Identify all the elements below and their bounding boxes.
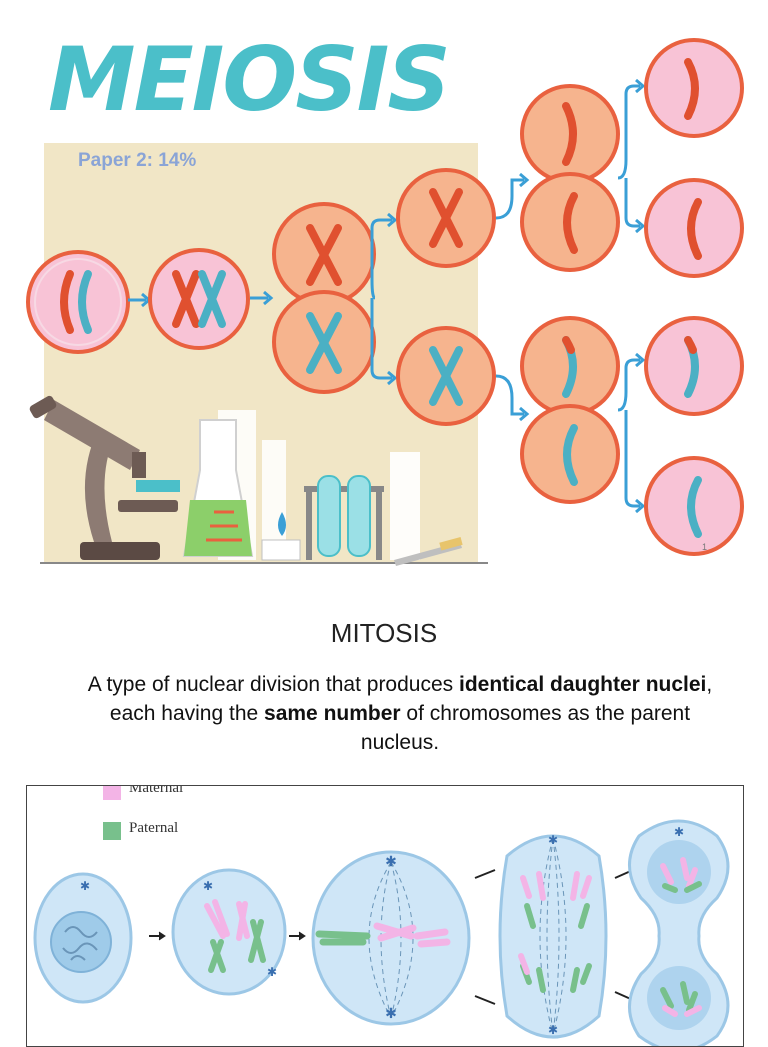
def-text-2: , each having the [109, 673, 713, 725]
svg-text:✱: ✱ [385, 1006, 397, 1022]
microscope-icon [29, 395, 180, 560]
metaphase-cell: ✱ ✱ [311, 850, 471, 1026]
gamete-2 [644, 178, 744, 278]
svg-text:✱: ✱ [80, 879, 90, 893]
gamete-1 [644, 38, 744, 138]
cell-replicated [148, 248, 250, 350]
meiosis-illustration [26, 38, 744, 566]
def-text-1: A type of nuclear division that produces [87, 673, 459, 696]
legend-maternal: Maternal [129, 785, 184, 796]
prophase-cell: ✱ ✱ [171, 868, 287, 996]
cell-meiosis-ii-top [396, 168, 496, 268]
def-text-3: of chromosomes as the parent nucleus. [360, 702, 691, 754]
mitosis-definition: A type of nuclear division that produces… [80, 670, 720, 757]
mitosis-stages-illustration: ✱ ✱ ✱ ✱ ✱ [33, 819, 730, 1046]
svg-text:✱: ✱ [203, 879, 213, 893]
cell-telophase-bottom [520, 316, 620, 504]
interphase-cell: ✱ [33, 872, 133, 1004]
mitosis-figure: Maternal Paternal ✱ ✱ ✱ ✱ [26, 785, 744, 1047]
legend-paternal: Paternal [129, 820, 179, 836]
maternal-swatch [103, 786, 121, 800]
def-bold-same-number: same number [264, 702, 401, 725]
cell-parent [26, 250, 130, 354]
svg-text:✱: ✱ [267, 965, 277, 979]
lab-glassware-icon [182, 410, 463, 566]
svg-text:✱: ✱ [548, 833, 558, 847]
anaphase-cell: ✱ ✱ [498, 833, 608, 1039]
meiosis-title: MEIOSIS [48, 28, 451, 131]
paper-weighting: Paper 2: 14% [78, 150, 197, 171]
gamete-4 [644, 456, 744, 556]
cell-meiosis-ii-bottom [396, 326, 496, 426]
def-bold-identical: identical daughter nuclei [459, 673, 707, 696]
paternal-swatch [103, 822, 121, 840]
cell-meiosis-i [272, 202, 376, 394]
telophase-cell: ✱ [628, 819, 730, 1046]
gamete-3 [644, 316, 744, 416]
page-number: 1 [702, 542, 708, 552]
svg-text:✱: ✱ [674, 825, 684, 839]
svg-text:✱: ✱ [385, 854, 397, 870]
svg-text:✱: ✱ [548, 1023, 558, 1037]
cell-telophase-top [520, 84, 620, 272]
meiosis-slide: MEIOSIS Paper 2: 14% 1 [26, 28, 744, 566]
mitosis-heading: MITOSIS [330, 618, 438, 648]
